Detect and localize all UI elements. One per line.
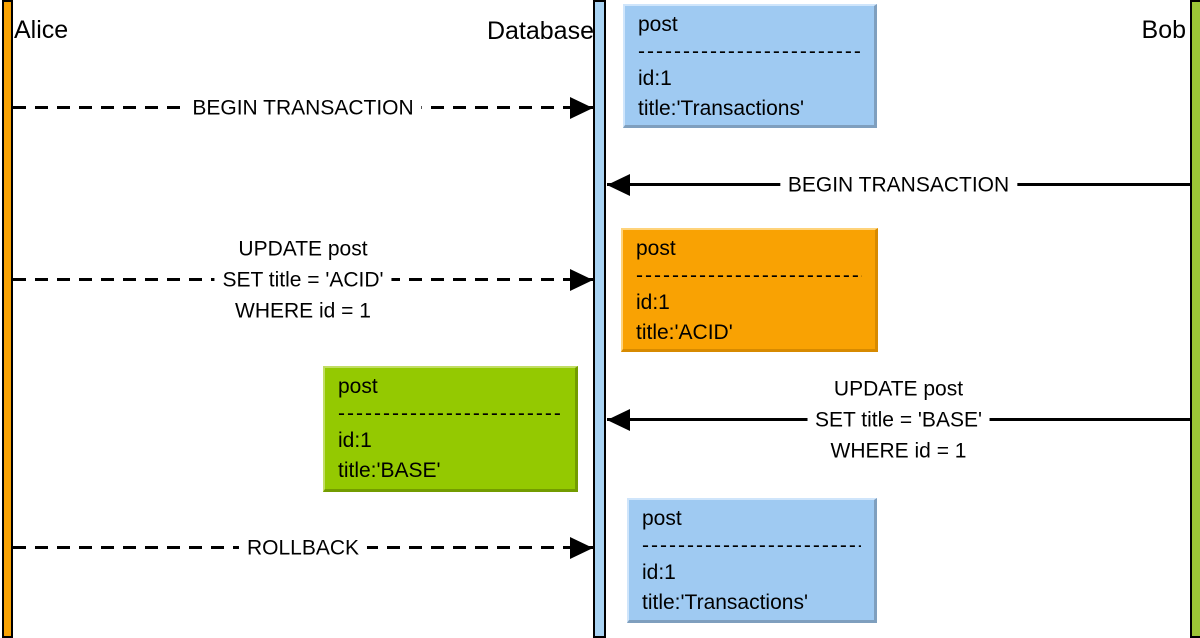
message-label: BEGIN TRANSACTION (779, 169, 1018, 201)
message-line: SET title = 'BASE' (815, 408, 982, 432)
arrowhead-left-icon (607, 174, 630, 196)
note-title: post (338, 375, 378, 398)
database-lifeline (593, 0, 606, 638)
note-field-title: title:'BASE' (338, 459, 441, 482)
note-title: post (642, 507, 682, 530)
arrowhead-right-icon (570, 97, 593, 119)
arrowhead-right-icon (570, 269, 593, 291)
note-post-state-base: post -------------------------- id:1 tit… (323, 366, 578, 492)
actor-label-alice: Alice (14, 16, 69, 44)
note-title: post (638, 13, 678, 36)
note-field-id: id:1 (642, 561, 676, 584)
note-separator: -------------------------- (638, 40, 861, 63)
note-field-title: title:'Transactions' (642, 591, 808, 614)
note-field-id: id:1 (338, 429, 372, 452)
note-separator: -------------------------- (642, 534, 861, 557)
message-label: ROLLBACK (238, 532, 368, 564)
note-separator: -------------------------- (338, 402, 562, 425)
message-label: BEGIN TRANSACTION (184, 92, 422, 124)
message-line: WHERE id = 1 (830, 439, 967, 463)
note-post-state-acid: post -------------------------- id:1 tit… (621, 228, 878, 352)
note-post-state-rolledback: post -------------------------- id:1 tit… (627, 498, 877, 623)
note-field-id: id:1 (636, 291, 670, 314)
arrowhead-right-icon (570, 537, 593, 559)
note-post-state-initial: post -------------------------- id:1 tit… (623, 4, 877, 128)
note-separator: -------------------------- (636, 264, 862, 287)
message-line: WHERE id = 1 (235, 299, 371, 323)
alice-lifeline (2, 0, 13, 638)
note-field-title: title:'Transactions' (638, 97, 804, 120)
note-field-title: title:'ACID' (636, 321, 733, 344)
message-line: SET title = 'ACID' (222, 268, 384, 292)
message-label: UPDATE post SET title = 'BASE' WHERE id … (807, 373, 990, 467)
note-field-id: id:1 (638, 67, 672, 90)
actor-label-bob: Bob (1141, 16, 1186, 44)
message-line: UPDATE post (238, 237, 368, 261)
actor-label-database: Database (486, 17, 594, 45)
message-label: UPDATE post SET title = 'ACID' WHERE id … (214, 233, 392, 327)
note-title: post (636, 237, 676, 260)
message-line: UPDATE post (833, 377, 964, 401)
arrowhead-left-icon (607, 409, 630, 431)
bob-lifeline (1190, 0, 1200, 638)
